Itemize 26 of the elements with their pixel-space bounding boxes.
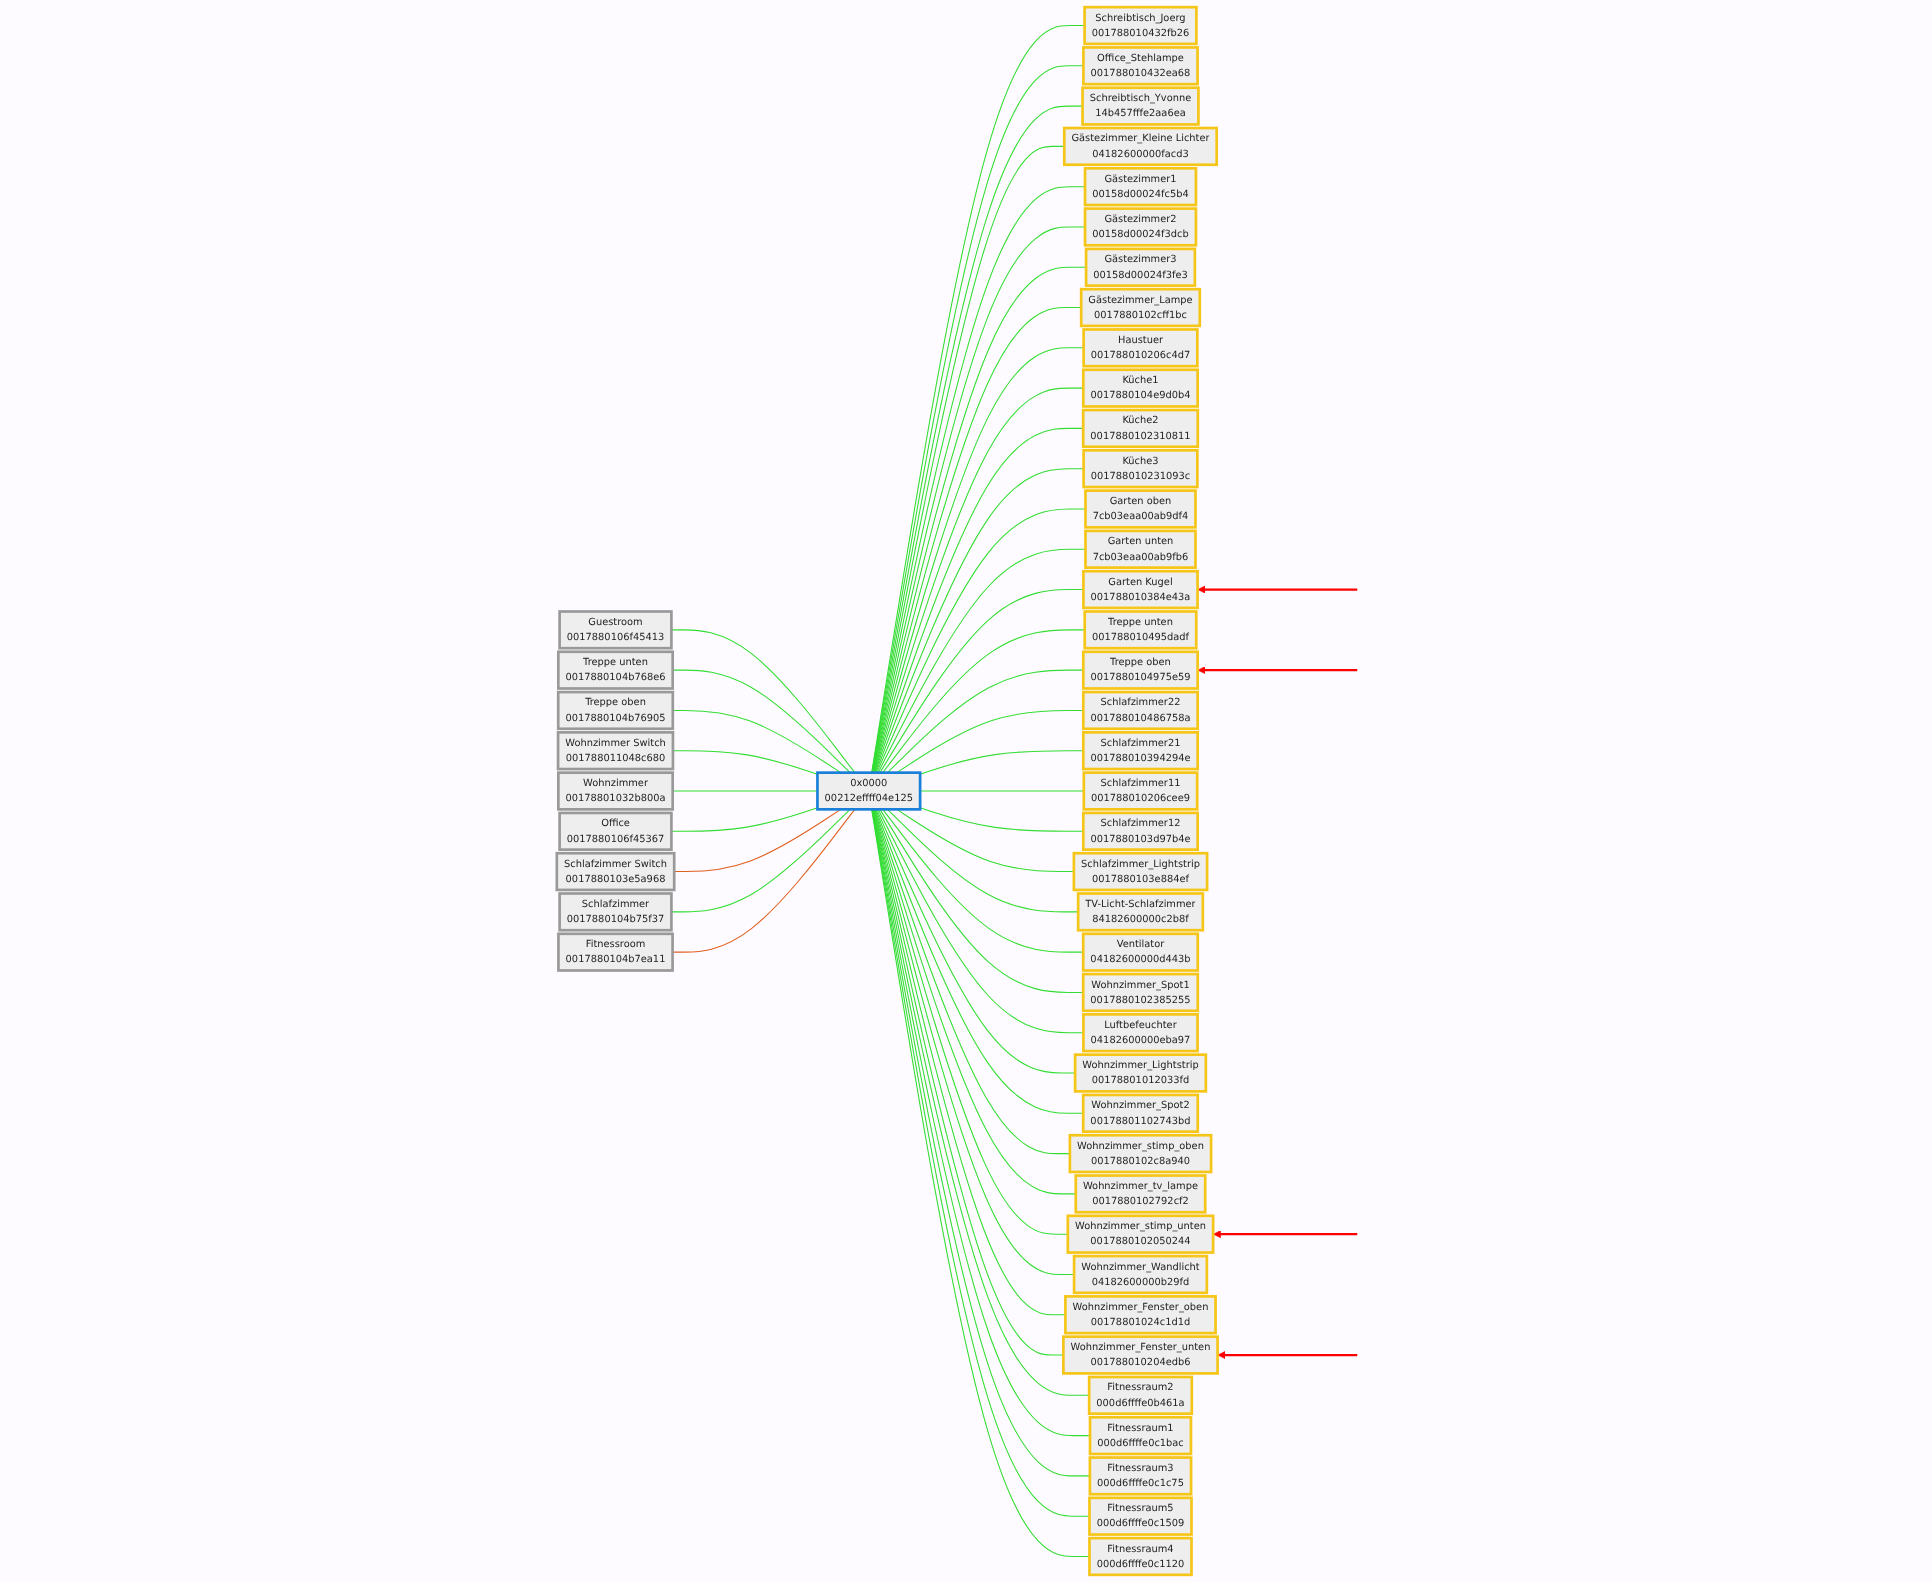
connector xyxy=(672,750,818,775)
arrow xyxy=(1213,1230,1358,1239)
connector xyxy=(919,807,1084,832)
connector xyxy=(886,808,1079,913)
connector xyxy=(670,807,818,832)
connector xyxy=(879,808,1084,993)
connector xyxy=(896,709,1084,774)
connector xyxy=(672,709,842,774)
connector xyxy=(879,589,1084,774)
arrow xyxy=(1197,585,1358,594)
connector xyxy=(877,548,1087,774)
connector xyxy=(882,808,1084,953)
connector xyxy=(670,808,851,913)
connector xyxy=(670,629,856,774)
connector xyxy=(886,669,1084,774)
connector xyxy=(896,808,1075,873)
arrow xyxy=(1217,1351,1358,1359)
connector xyxy=(875,808,1084,1114)
connector xyxy=(876,808,1076,1074)
connector xyxy=(672,808,856,953)
arrow xyxy=(1197,666,1358,675)
connector xyxy=(919,750,1084,775)
connector xyxy=(882,629,1086,774)
connector xyxy=(877,808,1084,1034)
connector xyxy=(673,808,842,873)
connector xyxy=(672,669,851,774)
